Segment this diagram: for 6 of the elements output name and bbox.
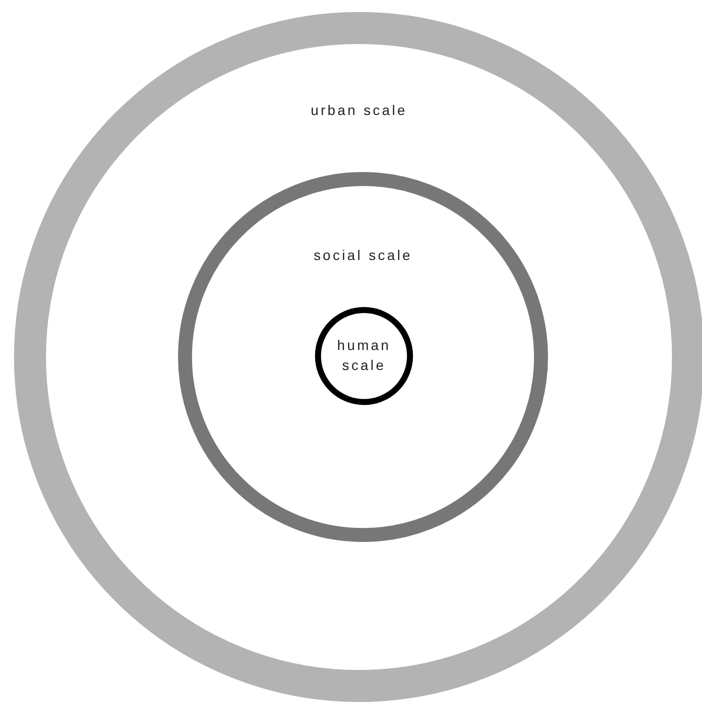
scale-ring bbox=[315, 307, 413, 405]
scale-ring bbox=[14, 12, 702, 702]
scale-label: social scale bbox=[314, 246, 412, 265]
scale-label: human scale bbox=[336, 336, 392, 375]
scale-ring bbox=[178, 172, 548, 542]
scale-label: urban scale bbox=[310, 101, 408, 120]
